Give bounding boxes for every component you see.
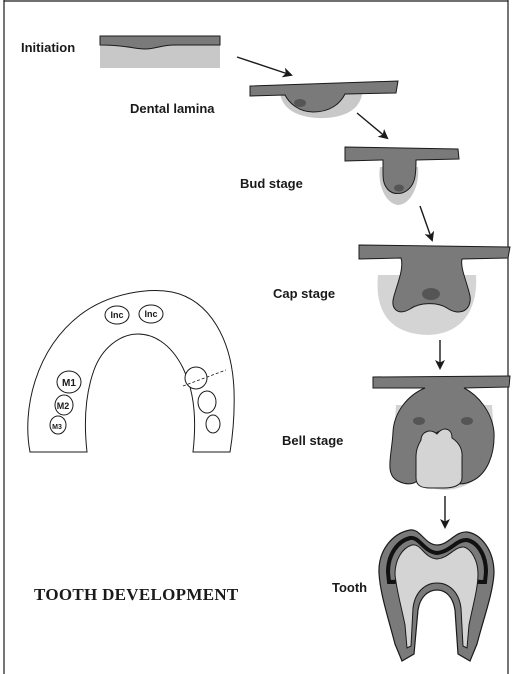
molar-1-label: M1 xyxy=(62,378,76,389)
molar-2-label: M2 xyxy=(57,401,70,411)
diagram-title: TOOTH DEVELOPMENT xyxy=(34,585,239,604)
incisor-right-label: Inc xyxy=(144,309,157,319)
arrow-lamina-to-bud xyxy=(357,113,387,138)
cap-stage-illustration xyxy=(359,245,510,335)
bell-stage-illustration xyxy=(373,376,510,490)
tooth-label: Tooth xyxy=(332,580,367,595)
dental-lamina-illustration xyxy=(250,81,398,118)
bell-stage-label: Bell stage xyxy=(282,433,343,448)
tooth-illustration xyxy=(379,530,494,661)
bud-stage-illustration xyxy=(345,147,459,205)
arrow-bud-to-cap xyxy=(420,206,432,240)
cap-stage-label: Cap stage xyxy=(273,286,335,301)
dental-lamina-label: Dental lamina xyxy=(130,101,215,116)
arrow-initiation-to-lamina xyxy=(237,57,291,75)
bud-stage-label: Bud stage xyxy=(240,176,303,191)
incisor-left-label: Inc xyxy=(110,310,123,320)
molar-3-label: M3 xyxy=(52,424,62,431)
initiation-label: Initiation xyxy=(21,40,75,55)
initiation-illustration xyxy=(100,36,220,68)
